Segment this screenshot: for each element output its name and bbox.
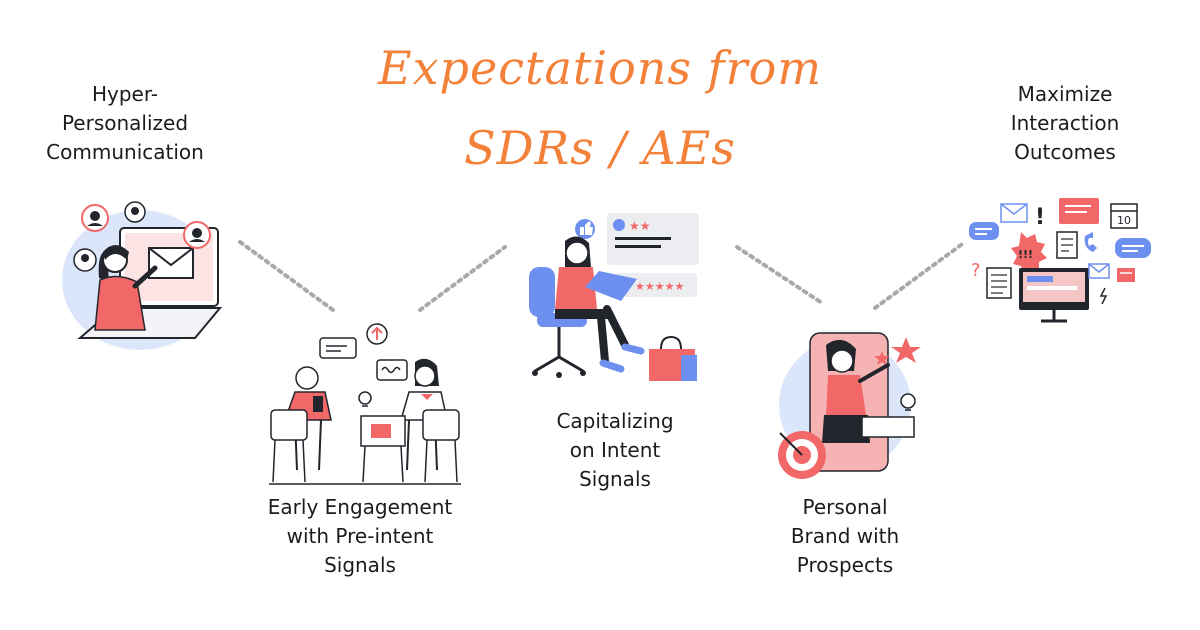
chat-bubble-icon — [319, 337, 357, 359]
table-icon — [360, 415, 406, 483]
question-icon: ? — [971, 260, 981, 281]
connector-3 — [735, 245, 824, 305]
office-chair-icon — [529, 267, 587, 378]
alert-badge-icon: !!! — [1011, 232, 1047, 274]
envelope-icon-2 — [1088, 263, 1110, 279]
page-title-line2: SDRs / AEs — [464, 121, 736, 175]
arrow-up-icon — [366, 323, 388, 345]
monitor-icon — [1019, 268, 1089, 323]
label-personal-brand: Personal Brand with Prospects — [790, 495, 900, 577]
svg-text:★★: ★★ — [629, 219, 651, 233]
phone-handset-icon — [1084, 232, 1097, 252]
person-with-laptop-icon — [555, 236, 645, 373]
label-capitalizing-intent: Capitalizing on Intent Signals — [556, 409, 674, 491]
thumbs-up-icon — [575, 219, 595, 239]
document-icon — [1056, 231, 1078, 259]
intent-signals-illustration: ★★ ★★★★★ — [529, 213, 699, 381]
chair-icon-right — [422, 409, 460, 483]
avatar-icon-2 — [124, 201, 146, 223]
svg-text:!!!: !!! — [1018, 248, 1033, 261]
shopping-bag-icon — [649, 335, 697, 381]
message-card-icon-2 — [1117, 268, 1135, 282]
text-card — [861, 416, 915, 438]
calendar-icon: 10 — [1110, 203, 1138, 229]
label-early-engagement: Early Engagement with Pre-intent Signals — [267, 495, 453, 577]
envelope-icon — [1000, 203, 1028, 223]
chat-bubble-icon-2 — [376, 359, 408, 381]
person-left-icon — [283, 366, 332, 471]
personal-brand-illustration — [778, 332, 921, 479]
avatar-icon-4 — [73, 248, 97, 272]
star-icons — [874, 337, 921, 365]
personalized-communication-illustration — [62, 201, 223, 350]
avatar-icon-3 — [183, 221, 211, 249]
svg-text:★★★★★: ★★★★★ — [635, 280, 684, 293]
label-maximize-outcomes: Maximize Interaction Outcomes — [1010, 82, 1120, 164]
chat-bubble-blue-icon-2 — [1115, 238, 1151, 258]
chair-icon-left — [270, 409, 308, 483]
early-engagement-illustration — [269, 323, 461, 485]
document-icon-2 — [986, 267, 1012, 299]
connector-1 — [238, 240, 335, 312]
person-woman-icon — [822, 339, 890, 443]
interaction-outcomes-illustration: ! 10 !!! ? — [969, 198, 1151, 323]
lightbulb-icon — [900, 393, 916, 411]
avatar-icon-1 — [81, 204, 109, 232]
review-card-icon: ★★ — [607, 213, 699, 265]
page-title-line1: Expectations from — [378, 41, 822, 95]
lightning-icon — [1099, 287, 1108, 305]
label-hyper-personalized: Hyper- Personalized Communication — [46, 82, 204, 164]
envelope-icon — [148, 247, 194, 279]
connector-2 — [418, 245, 507, 312]
exclamation-icon: ! — [1035, 205, 1045, 230]
message-card-icon — [1059, 198, 1099, 224]
connector-4 — [873, 240, 967, 310]
svg-text:10: 10 — [1117, 214, 1131, 227]
lightbulb-icon — [358, 391, 372, 407]
chat-bubble-blue-icon — [969, 222, 999, 240]
person-woman-icon — [94, 245, 158, 331]
target-icon — [778, 431, 826, 479]
